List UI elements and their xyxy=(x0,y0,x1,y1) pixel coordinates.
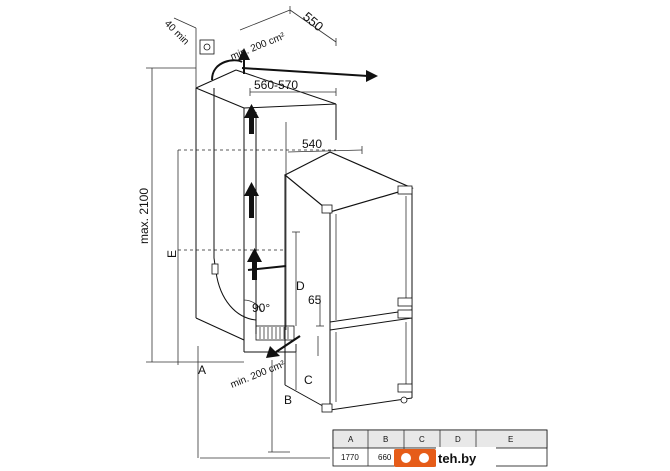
dimension-labels: 550 40 min min. 200 cm² 560-570 540 max.… xyxy=(137,9,326,407)
label-560-570: 560-570 xyxy=(254,78,298,92)
table-header-d: D xyxy=(455,435,461,444)
label-90: 90° xyxy=(252,301,270,315)
dimension-lines xyxy=(146,6,363,459)
watermark-text: teh.by xyxy=(438,451,477,466)
power-cable xyxy=(199,39,257,321)
label-40min: 40 min xyxy=(162,18,191,47)
label-min200-top: min. 200 cm² xyxy=(229,31,287,63)
watermark-logo: teh.by xyxy=(394,447,496,469)
table-header-a: A xyxy=(348,435,354,444)
label-B: B xyxy=(284,393,292,407)
label-A: A xyxy=(198,363,206,377)
bottom-vent-grille xyxy=(255,325,295,341)
table-value-a: 1770 xyxy=(341,453,359,462)
label-D: D xyxy=(296,279,305,293)
label-C: C xyxy=(304,373,313,387)
refrigerator-unit xyxy=(283,151,414,413)
airflow-arrows xyxy=(211,48,378,358)
table-header-c: C xyxy=(419,435,425,444)
label-540: 540 xyxy=(302,137,322,151)
label-E: E xyxy=(165,250,179,258)
label-min200-bottom: min. 200 cm² xyxy=(229,359,287,391)
label-max2100: max. 2100 xyxy=(137,188,151,244)
table-header-e: E xyxy=(508,435,513,444)
label-65: 65 xyxy=(308,293,322,307)
table-value-b: 660 xyxy=(378,453,392,462)
table-header-b: B xyxy=(383,435,388,444)
label-550: 550 xyxy=(300,9,326,34)
